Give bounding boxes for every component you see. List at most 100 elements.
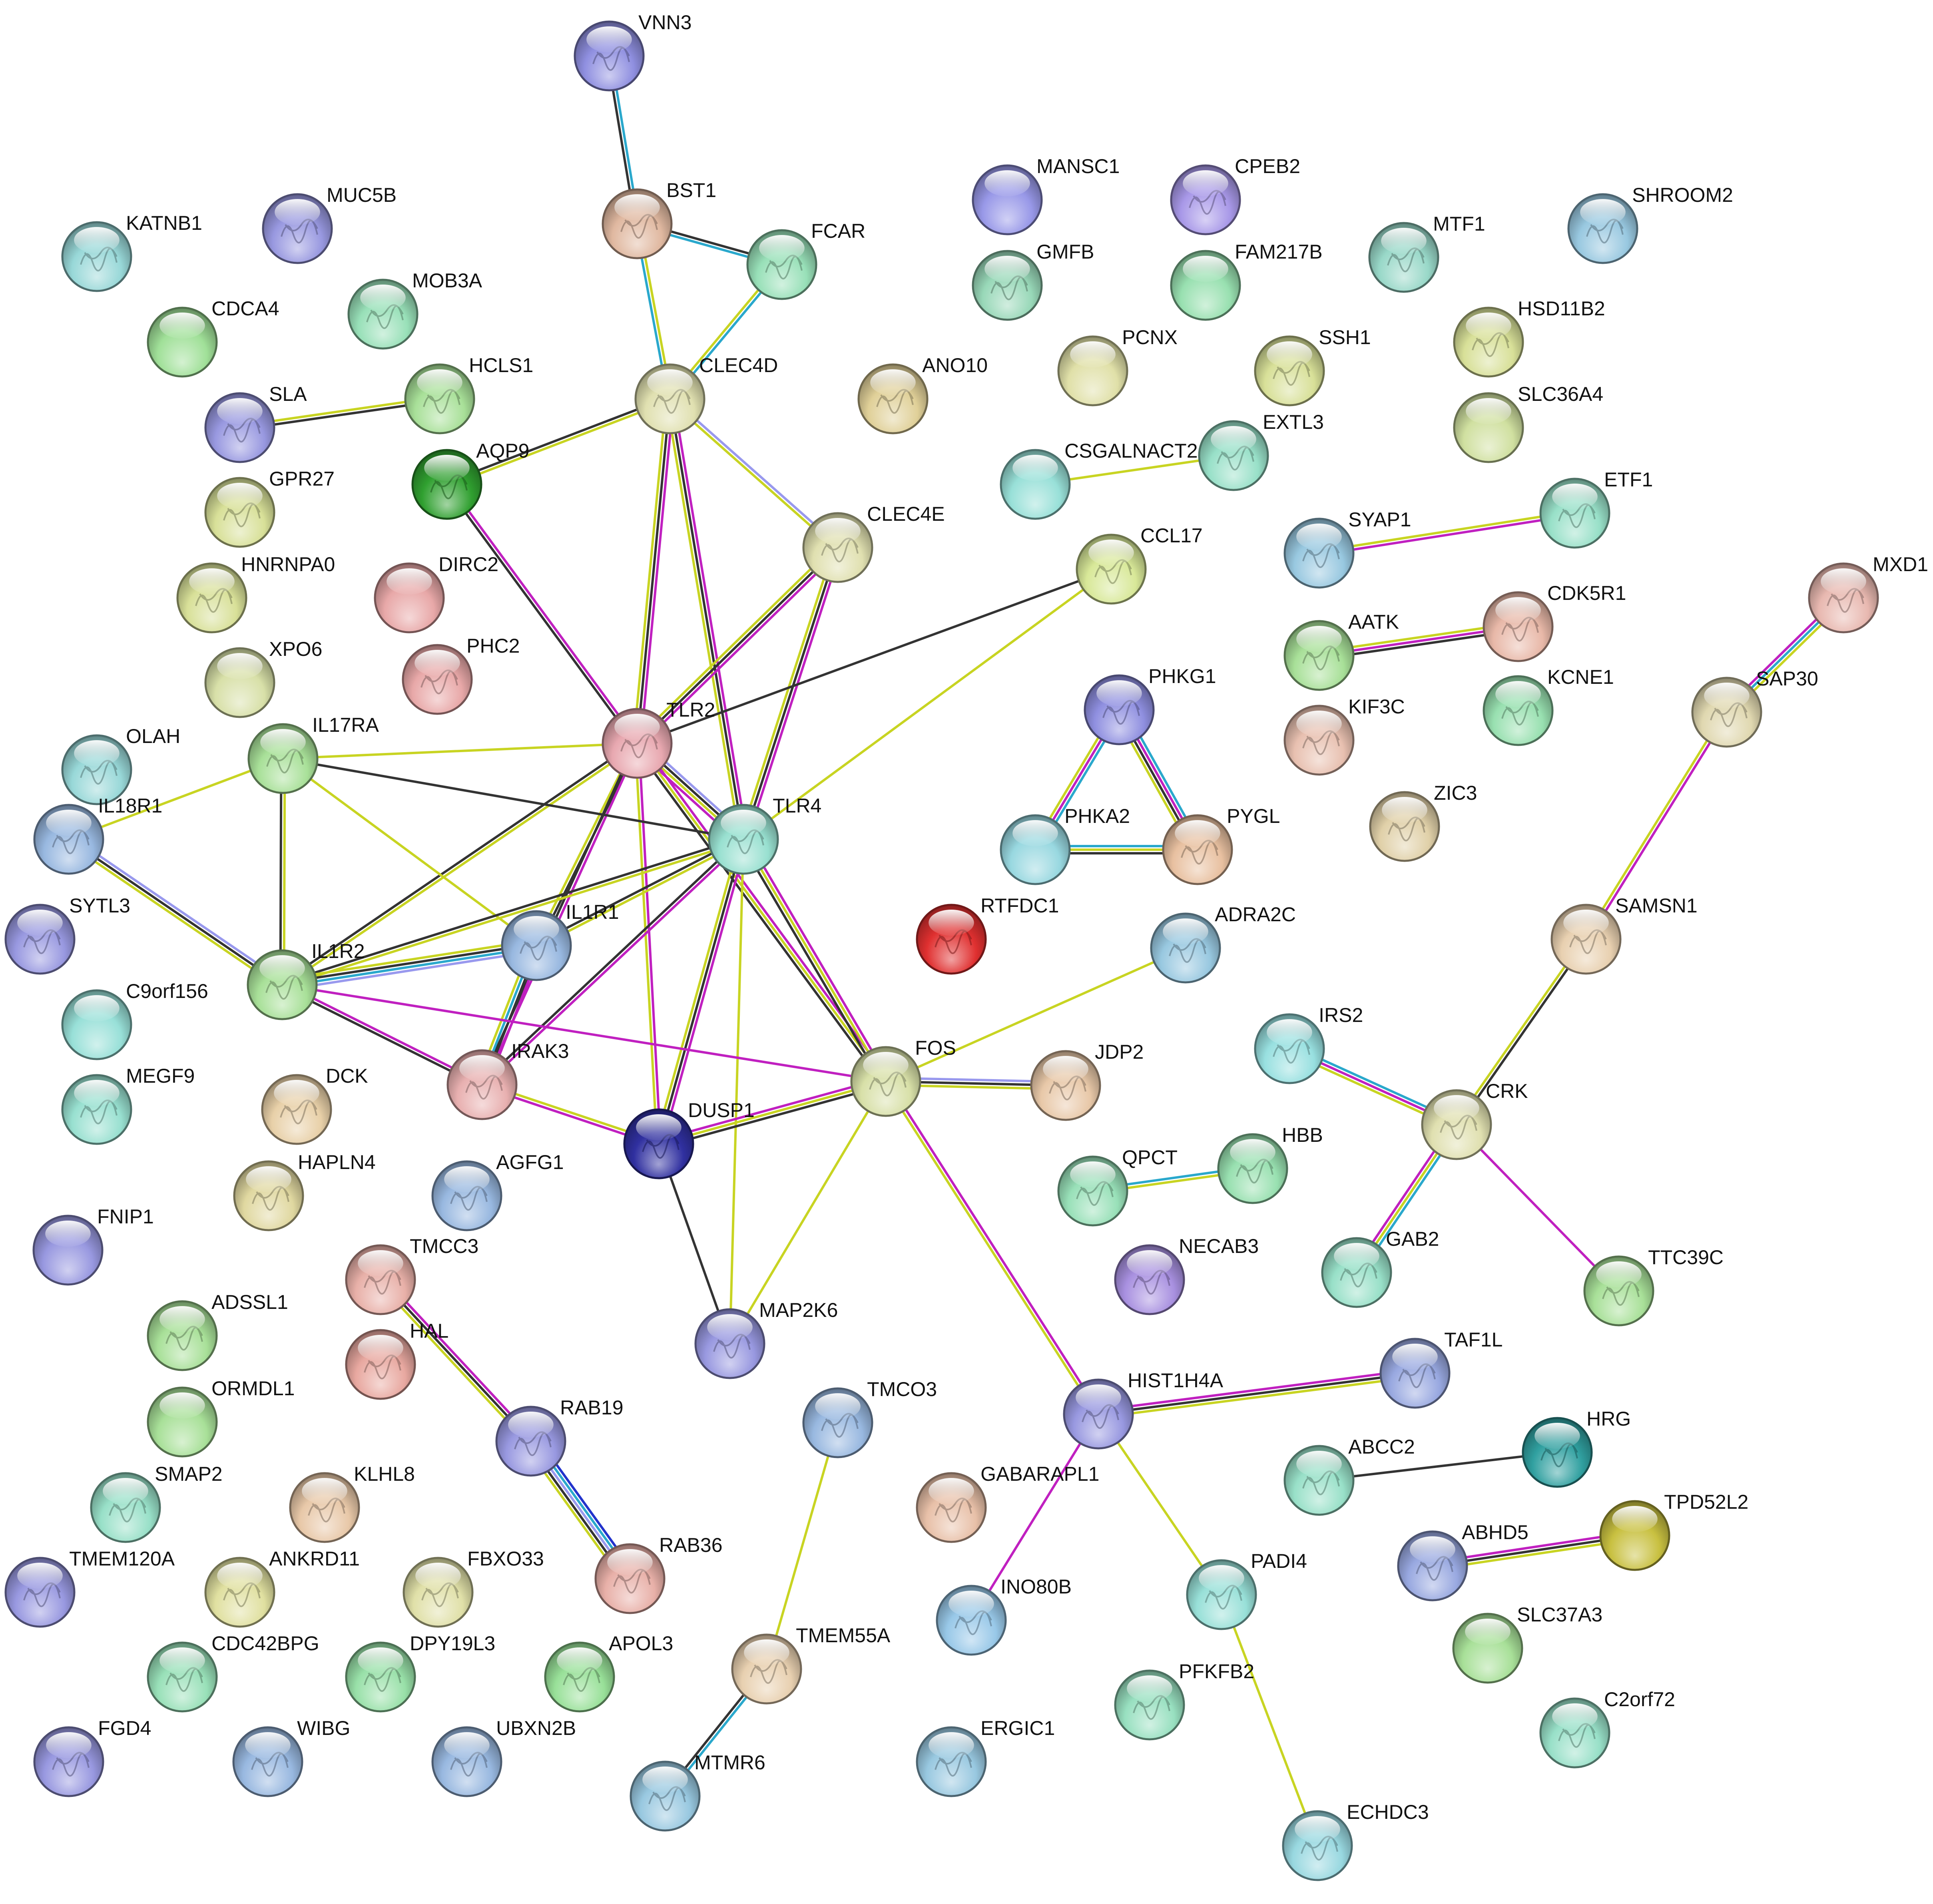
node-AGFG1[interactable]: AGFG1 <box>431 1151 564 1231</box>
node-MOB3A[interactable]: MOB3A <box>347 269 482 350</box>
node-CLEC4D[interactable]: CLEC4D <box>634 354 778 434</box>
node-VNN3[interactable]: VNN3 <box>574 11 691 92</box>
node-HRG[interactable]: HRG <box>1522 1408 1631 1488</box>
node-ORMDL1[interactable]: ORMDL1 <box>147 1377 295 1458</box>
node-PHKA2[interactable]: PHKA2 <box>1000 805 1130 885</box>
node-RAB19[interactable]: RAB19 <box>495 1396 624 1477</box>
node-TMEM55A[interactable]: TMEM55A <box>731 1624 891 1705</box>
node-SLC37A3[interactable]: SLC37A3 <box>1452 1603 1602 1684</box>
node-ANKRD11[interactable]: ANKRD11 <box>204 1547 360 1628</box>
node-SYTL3[interactable]: SYTL3 <box>4 894 130 975</box>
node-CDCA4[interactable]: CDCA4 <box>147 297 279 378</box>
node-MTF1[interactable]: MTF1 <box>1368 213 1485 293</box>
node-SYAP1[interactable]: SYAP1 <box>1283 508 1411 589</box>
node-GABARAPL1[interactable]: GABARAPL1 <box>916 1463 1099 1543</box>
node-KATNB1[interactable]: KATNB1 <box>61 212 202 292</box>
node-FNIP1[interactable]: FNIP1 <box>32 1205 154 1286</box>
node-TLR2[interactable]: TLR2 <box>602 699 715 779</box>
node-ADRA2C[interactable]: ADRA2C <box>1150 903 1296 984</box>
node-PADI4[interactable]: PADI4 <box>1186 1550 1307 1630</box>
node-TTC39C[interactable]: TTC39C <box>1583 1246 1724 1326</box>
node-EXTL3[interactable]: EXTL3 <box>1198 411 1324 491</box>
node-TAF1L[interactable]: TAF1L <box>1379 1328 1503 1409</box>
node-PHC2[interactable]: PHC2 <box>402 635 520 715</box>
node-HCLS1[interactable]: HCLS1 <box>404 354 533 434</box>
node-CCL17[interactable]: CCL17 <box>1076 524 1203 605</box>
node-ABCC2[interactable]: ABCC2 <box>1283 1436 1415 1516</box>
node-BST1[interactable]: BST1 <box>602 179 716 259</box>
node-WIBG[interactable]: WIBG <box>232 1717 350 1797</box>
node-MTMR6[interactable]: MTMR6 <box>630 1751 765 1832</box>
node-FGD4[interactable]: FGD4 <box>33 1717 151 1797</box>
node-ABHD5[interactable]: ABHD5 <box>1397 1521 1528 1601</box>
node-FCAR[interactable]: FCAR <box>746 220 865 300</box>
node-RAB36[interactable]: RAB36 <box>594 1534 723 1614</box>
node-DIRC2[interactable]: DIRC2 <box>374 553 498 633</box>
node-SAP30[interactable]: SAP30 <box>1691 667 1818 748</box>
node-FAM217B[interactable]: FAM217B <box>1170 241 1323 321</box>
node-HBB[interactable]: HBB <box>1217 1124 1323 1204</box>
node-OLAH[interactable]: OLAH <box>61 725 180 805</box>
node-SHROOM2[interactable]: SHROOM2 <box>1567 184 1733 264</box>
node-KIF3C[interactable]: KIF3C <box>1283 695 1405 776</box>
node-KLHL8[interactable]: KLHL8 <box>289 1463 415 1543</box>
node-GPR27[interactable]: GPR27 <box>204 468 335 548</box>
node-CDC42BPG[interactable]: CDC42BPG <box>147 1632 319 1713</box>
node-GMFB[interactable]: GMFB <box>972 241 1094 321</box>
node-KCNE1[interactable]: KCNE1 <box>1483 666 1614 746</box>
node-JDP2[interactable]: JDP2 <box>1030 1041 1144 1121</box>
node-FBXO33[interactable]: FBXO33 <box>403 1547 544 1628</box>
node-SAMSN1[interactable]: SAMSN1 <box>1550 894 1698 975</box>
node-ZIC3[interactable]: ZIC3 <box>1369 782 1477 862</box>
node-CDK5R1[interactable]: CDK5R1 <box>1483 582 1626 662</box>
node-PCNX[interactable]: PCNX <box>1057 326 1178 406</box>
node-HAPLN4[interactable]: HAPLN4 <box>233 1151 376 1231</box>
node-APOL3[interactable]: APOL3 <box>544 1632 673 1713</box>
node-MUC5B[interactable]: MUC5B <box>262 184 397 264</box>
node-ETF1[interactable]: ETF1 <box>1539 468 1653 549</box>
node-ADSSL1[interactable]: ADSSL1 <box>147 1291 288 1371</box>
node-SLC36A4[interactable]: SLC36A4 <box>1453 383 1603 463</box>
node-SLA[interactable]: SLA <box>204 383 307 463</box>
node-IRAK3[interactable]: IRAK3 <box>446 1040 569 1120</box>
node-ERGIC1[interactable]: ERGIC1 <box>916 1717 1055 1797</box>
node-FOS[interactable]: FOS <box>850 1037 956 1117</box>
node-HAL[interactable]: HAL <box>345 1320 448 1400</box>
node-DCK[interactable]: DCK <box>261 1065 368 1145</box>
node-MXD1[interactable]: MXD1 <box>1808 553 1928 633</box>
node-XPO6[interactable]: XPO6 <box>204 638 323 718</box>
node-UBXN2B[interactable]: UBXN2B <box>431 1717 576 1797</box>
node-IL17RA[interactable]: IL17RA <box>247 714 379 794</box>
node-IL1R2[interactable]: IL1R2 <box>247 940 365 1020</box>
node-CPEB2[interactable]: CPEB2 <box>1170 155 1300 235</box>
node-RTFDC1[interactable]: RTFDC1 <box>916 894 1059 975</box>
node-PFKFB2[interactable]: PFKFB2 <box>1114 1660 1254 1741</box>
node-INO80B[interactable]: INO80B <box>936 1575 1072 1656</box>
node-C2orf72[interactable]: C2orf72 <box>1539 1688 1675 1769</box>
node-MANSC1[interactable]: MANSC1 <box>972 155 1120 235</box>
node-HNRNPA0[interactable]: HNRNPA0 <box>176 553 335 633</box>
node-TMCC3[interactable]: TMCC3 <box>345 1235 478 1315</box>
node-GAB2[interactable]: GAB2 <box>1321 1228 1439 1308</box>
node-ECHDC3[interactable]: ECHDC3 <box>1282 1801 1429 1881</box>
node-MAP2K6[interactable]: MAP2K6 <box>694 1299 838 1379</box>
node-SSH1[interactable]: SSH1 <box>1254 326 1371 406</box>
node-IL18R1[interactable]: IL18R1 <box>33 795 162 875</box>
node-AATK[interactable]: AATK <box>1283 611 1399 691</box>
node-DPY19L3[interactable]: DPY19L3 <box>345 1632 495 1713</box>
node-HSD11B2[interactable]: HSD11B2 <box>1453 297 1605 378</box>
node-SMAP2[interactable]: SMAP2 <box>90 1463 223 1543</box>
node-TMEM120A[interactable]: TMEM120A <box>4 1547 175 1628</box>
node-PHKG1[interactable]: PHKG1 <box>1084 665 1216 745</box>
node-HIST1H4A[interactable]: HIST1H4A <box>1063 1369 1224 1450</box>
node-QPCT[interactable]: QPCT <box>1057 1146 1178 1227</box>
node-CRK[interactable]: CRK <box>1421 1080 1528 1160</box>
node-DUSP1[interactable]: DUSP1 <box>623 1099 755 1179</box>
node-ANO10[interactable]: ANO10 <box>857 354 988 434</box>
node-IL1R1[interactable]: IL1R1 <box>501 901 619 981</box>
node-AQP9[interactable]: AQP9 <box>411 440 530 520</box>
node-C9orf156[interactable]: C9orf156 <box>61 980 208 1060</box>
node-MEGF9[interactable]: MEGF9 <box>61 1065 195 1145</box>
node-TPD52L2[interactable]: TPD52L2 <box>1599 1491 1748 1571</box>
node-TLR4[interactable]: TLR4 <box>708 795 821 875</box>
